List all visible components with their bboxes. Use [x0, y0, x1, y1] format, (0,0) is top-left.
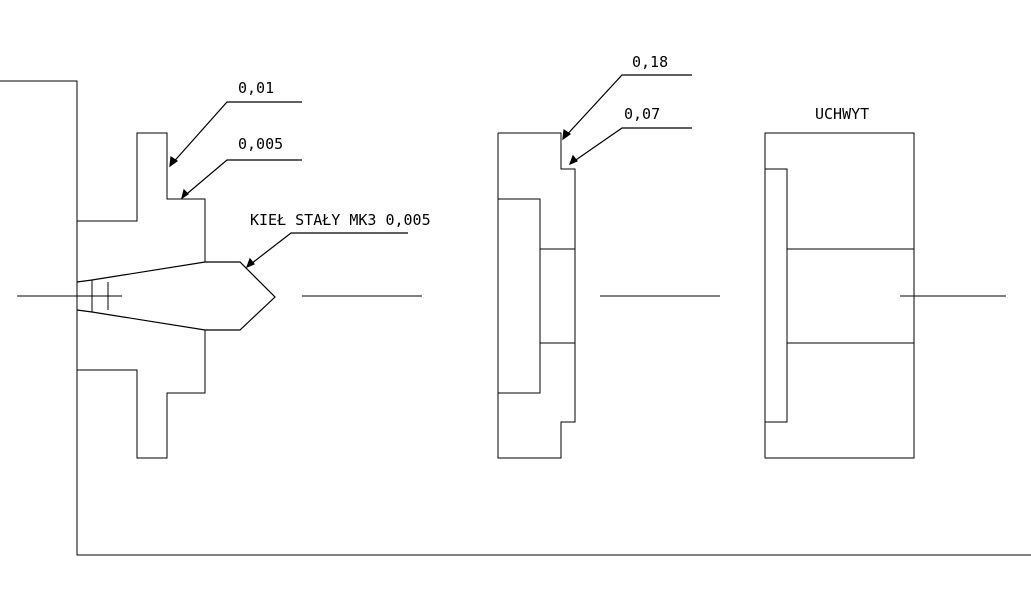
machine-base-outline: [0, 80, 1031, 556]
tolerance-label-d: 0,07: [624, 105, 660, 123]
leader-tol-b: [181, 159, 302, 199]
tolerance-label-a: 0,01: [238, 79, 274, 97]
leader-tol-c: [562, 74, 692, 140]
headstock-flange: [77, 132, 206, 459]
tolerance-label-c: 0,18: [632, 53, 668, 71]
leader-lines: [169, 74, 692, 268]
leader-tol-a: [169, 101, 302, 167]
dead-center-label: KIEŁ STAŁY MK3 0,005: [250, 211, 431, 229]
chuck-label: UCHWYT: [815, 105, 869, 123]
tolerance-label-b: 0,005: [238, 135, 283, 153]
chuck: [764, 132, 915, 459]
leader-tol-d: [569, 127, 692, 165]
middle-part: [497, 132, 576, 459]
arrowheads: [169, 128, 578, 269]
leader-center: [246, 232, 408, 268]
